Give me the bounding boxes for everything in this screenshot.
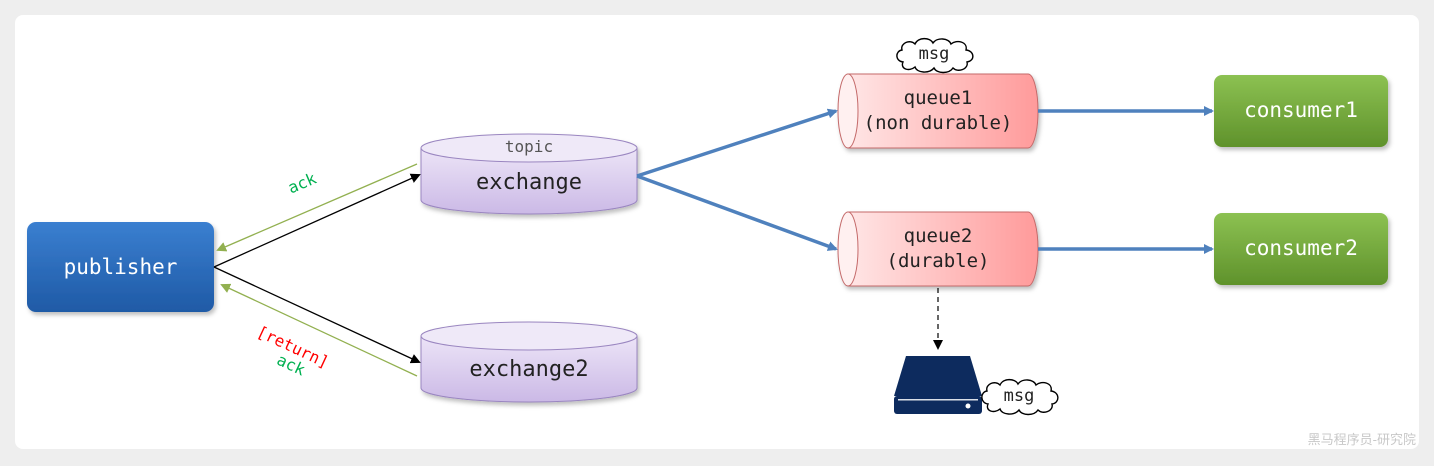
exchange-type-label: topic xyxy=(504,137,554,156)
disk-msg-cloud-icon xyxy=(981,378,1059,416)
ack-arrow-bottom xyxy=(220,283,418,377)
publish-to-exchange-arrow xyxy=(213,173,421,268)
consumer2-box xyxy=(1214,213,1388,285)
watermark: 黑马程序员-研究院 xyxy=(1307,433,1416,448)
exchange-label: exchange xyxy=(476,170,582,195)
queue1-label-line1: queue1 xyxy=(903,87,973,109)
exchange2-label: exchange2 xyxy=(469,357,589,382)
ack-arrow-top xyxy=(216,163,418,252)
exchange-to-queue2-arrow xyxy=(636,174,838,251)
queue2-label-line1: queue2 xyxy=(903,225,973,247)
queue-msg-cloud-icon xyxy=(896,37,974,74)
publisher-box xyxy=(27,222,214,312)
queue2-cylinder xyxy=(837,211,1039,287)
disk-msg-label: msg xyxy=(1003,386,1035,406)
exchange2-cylinder xyxy=(420,321,638,403)
consumer2-label: consumer2 xyxy=(1244,236,1358,260)
consumer1-box xyxy=(1214,75,1388,147)
exchange-cylinder xyxy=(420,133,638,215)
diagram-canvas xyxy=(15,15,1419,449)
queue2-label-line2: (durable) xyxy=(886,250,990,272)
publish-to-exchange2-arrow xyxy=(213,266,421,364)
exchange-to-queue1-arrow xyxy=(636,108,838,178)
queue1-label-line2: (non durable) xyxy=(863,112,1013,134)
disk-icon xyxy=(894,356,982,414)
queue-msg-label: msg xyxy=(918,44,950,64)
queue1-cylinder xyxy=(837,73,1039,149)
consumer1-label: consumer1 xyxy=(1244,98,1358,122)
publisher-label: publisher xyxy=(63,255,178,279)
